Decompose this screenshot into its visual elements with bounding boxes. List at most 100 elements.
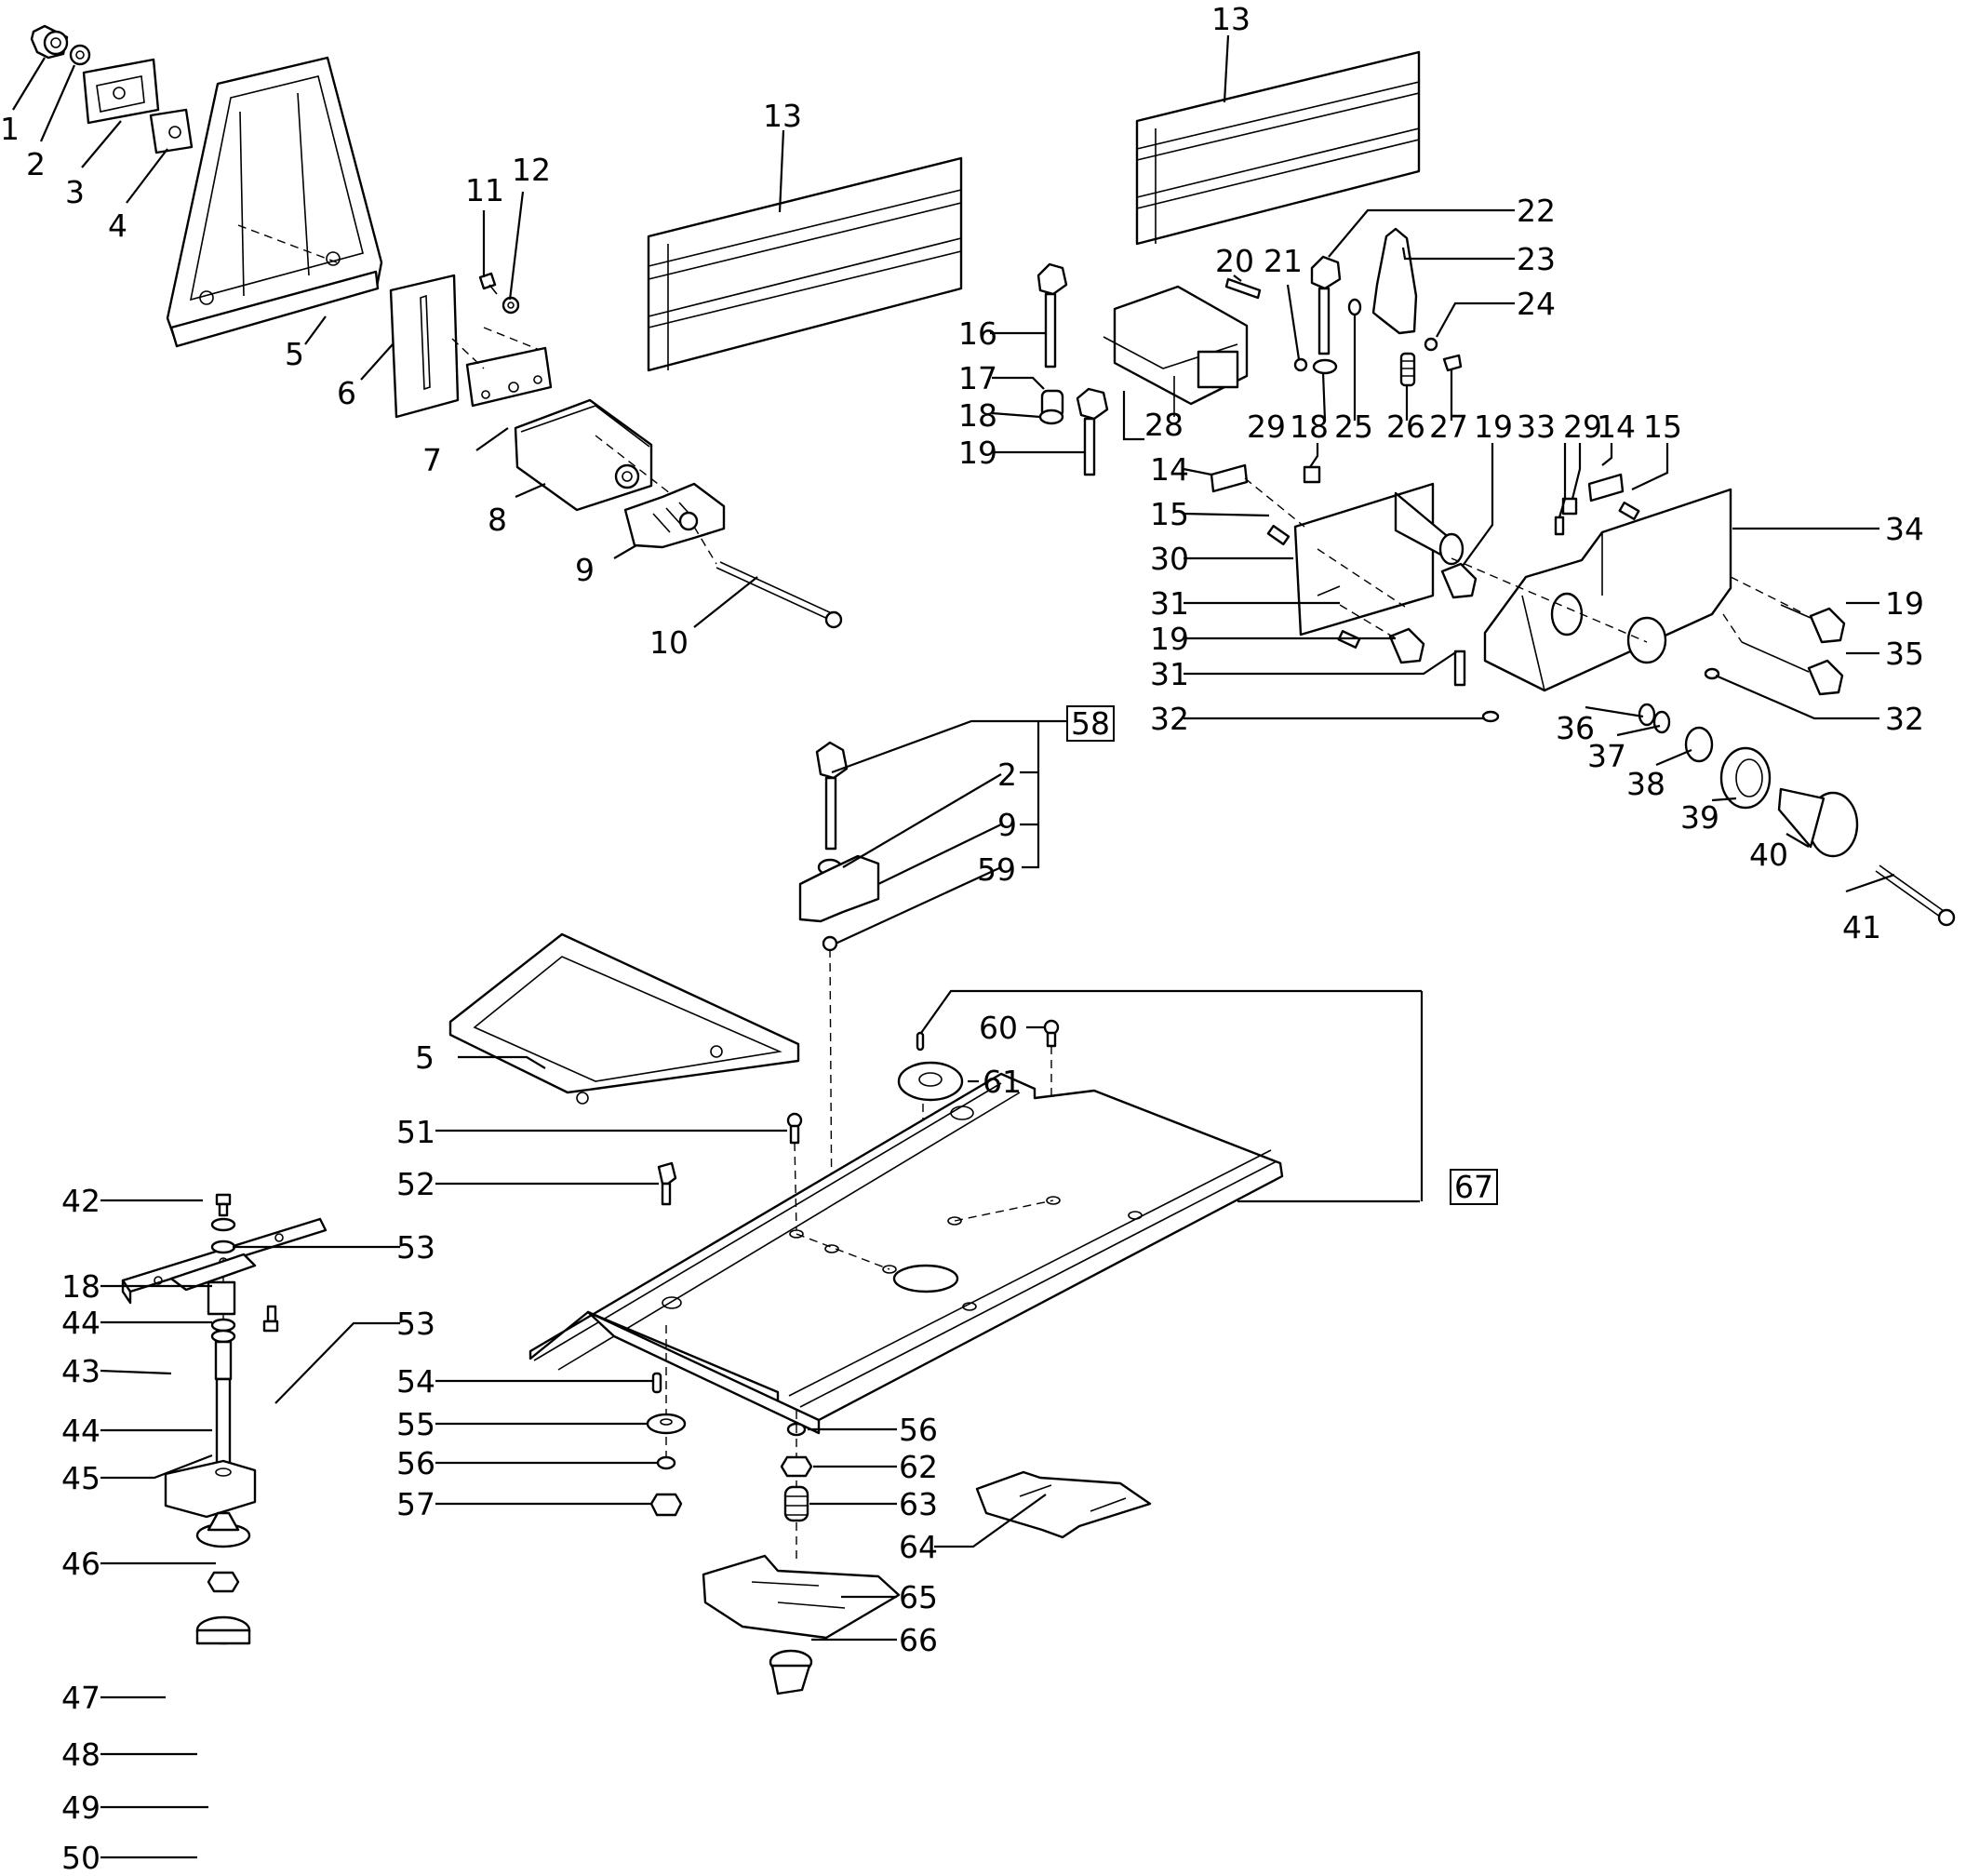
part-19d-knob-screw — [1780, 604, 1846, 644]
part-51-screw — [786, 1112, 803, 1145]
callout-label: 16 — [958, 315, 997, 352]
part-33-screw — [1554, 516, 1565, 536]
callout-label: 24 — [1517, 286, 1556, 322]
part-66-knob — [769, 1649, 813, 1695]
part-54-pin — [651, 1372, 662, 1394]
part-18b-washer — [1312, 358, 1338, 375]
callout-label: 55 — [396, 1406, 435, 1442]
part-23-lever — [1371, 227, 1418, 335]
part-30-plate — [1293, 482, 1464, 636]
callout-label: 14 — [1150, 451, 1189, 488]
callout-label: 34 — [1885, 511, 1924, 547]
callout-label: 23 — [1517, 241, 1556, 277]
callout-label: 53 — [396, 1229, 435, 1266]
callout-label: 6 — [337, 375, 356, 411]
callout-label: 56 — [396, 1445, 435, 1481]
callout-label: 63 — [899, 1486, 938, 1522]
callout-label: 4 — [108, 208, 127, 244]
part-32b-oring — [1481, 710, 1500, 723]
callout-label: 36 — [1556, 710, 1595, 746]
callout-label: 53 — [396, 1306, 435, 1342]
part-32-oring — [1704, 667, 1720, 680]
callout-label: 7 — [422, 442, 442, 478]
part-6-slotted-plate — [389, 274, 460, 419]
callout-label: 38 — [1626, 766, 1665, 802]
callout-label: 44 — [61, 1413, 100, 1449]
callout-label: 47 — [61, 1680, 100, 1716]
part-24-nut — [1424, 337, 1438, 352]
callout-label: 15 — [1150, 496, 1189, 532]
callout-label: 57 — [396, 1486, 435, 1522]
part-67-guide-plate — [528, 1072, 1284, 1435]
callout-label: 5 — [285, 336, 304, 372]
callout-label: 25 — [1334, 409, 1373, 445]
part-28-bracket — [1103, 285, 1249, 417]
leader-lines — [12, 34, 1895, 1859]
callout-label: 27 — [1429, 409, 1468, 445]
callout-label: 56 — [899, 1412, 938, 1448]
callout-label: 12 — [512, 152, 551, 188]
part-48-foot — [195, 1511, 251, 1548]
part-56-washer — [656, 1455, 676, 1470]
part-22-knob-screw — [1310, 255, 1342, 355]
callout-label: 18 — [61, 1268, 100, 1305]
part-8-slide-block — [514, 398, 653, 512]
callout-label: 48 — [61, 1736, 100, 1773]
callout-label: 17 — [958, 360, 997, 396]
part-58-knob-screw — [815, 741, 849, 851]
part-14-block — [1210, 463, 1249, 493]
part-44-washer — [210, 1240, 236, 1254]
callout-label: 10 — [649, 624, 689, 661]
callout-label: 13 — [763, 98, 802, 134]
callout-label: 28 — [1144, 407, 1184, 443]
part-26-spring — [1399, 352, 1416, 387]
callout-label: 11 — [465, 172, 504, 208]
part-45-washer — [210, 1329, 236, 1344]
callout-label: 19 — [958, 435, 997, 471]
callout-label: 50 — [61, 1840, 100, 1876]
part-2-washer — [69, 44, 91, 66]
part-18c-washer — [210, 1217, 236, 1232]
callout-label: 19 — [1474, 409, 1513, 445]
callout-label: 14 — [1597, 409, 1636, 445]
callout-label: 46 — [61, 1546, 100, 1582]
callout-label: 54 — [396, 1363, 435, 1400]
part-27-screw — [1442, 354, 1463, 372]
callout-label: 9 — [575, 552, 595, 588]
part-39-knurled-ring — [1719, 746, 1772, 810]
part-14b-block — [1587, 473, 1625, 502]
part-15-screw — [1266, 524, 1291, 546]
part-13-extrusion-right — [1135, 50, 1421, 246]
callout-label: 29 — [1563, 409, 1602, 445]
part-34-housing — [1483, 488, 1732, 692]
part-40-adjuster-knob — [1777, 787, 1859, 858]
part-50-cap — [195, 1615, 251, 1645]
kit-label-67: 67 — [1450, 1169, 1498, 1205]
callout-label: 65 — [899, 1579, 938, 1615]
part-29-nut — [1303, 465, 1321, 484]
callout-label: 33 — [1517, 409, 1556, 445]
part-36-ring — [1638, 703, 1656, 727]
part-12-nut — [502, 296, 520, 315]
callout-label: 39 — [1680, 799, 1719, 836]
callout-label: 44 — [61, 1305, 100, 1341]
part-5b-base-bracket — [448, 932, 800, 1105]
part-19b-knob-screw — [1440, 562, 1478, 599]
part-20-key — [1224, 277, 1262, 300]
part-65-plate — [702, 1554, 901, 1640]
part-59-nut — [822, 935, 838, 952]
callout-label: 31 — [1150, 585, 1189, 622]
part-21-screw — [1293, 357, 1308, 372]
part-52-screw — [657, 1161, 677, 1206]
callout-label: 41 — [1842, 909, 1881, 945]
callout-label: 2 — [26, 146, 46, 182]
callout-label: 32 — [1885, 701, 1924, 737]
part-41-bolt — [1875, 864, 1956, 927]
callout-label: 31 — [1150, 656, 1189, 692]
callout-label: 61 — [983, 1064, 1022, 1100]
callout-label: 64 — [899, 1529, 938, 1565]
callout-label: 3 — [65, 174, 85, 210]
callout-label: 45 — [61, 1460, 100, 1496]
